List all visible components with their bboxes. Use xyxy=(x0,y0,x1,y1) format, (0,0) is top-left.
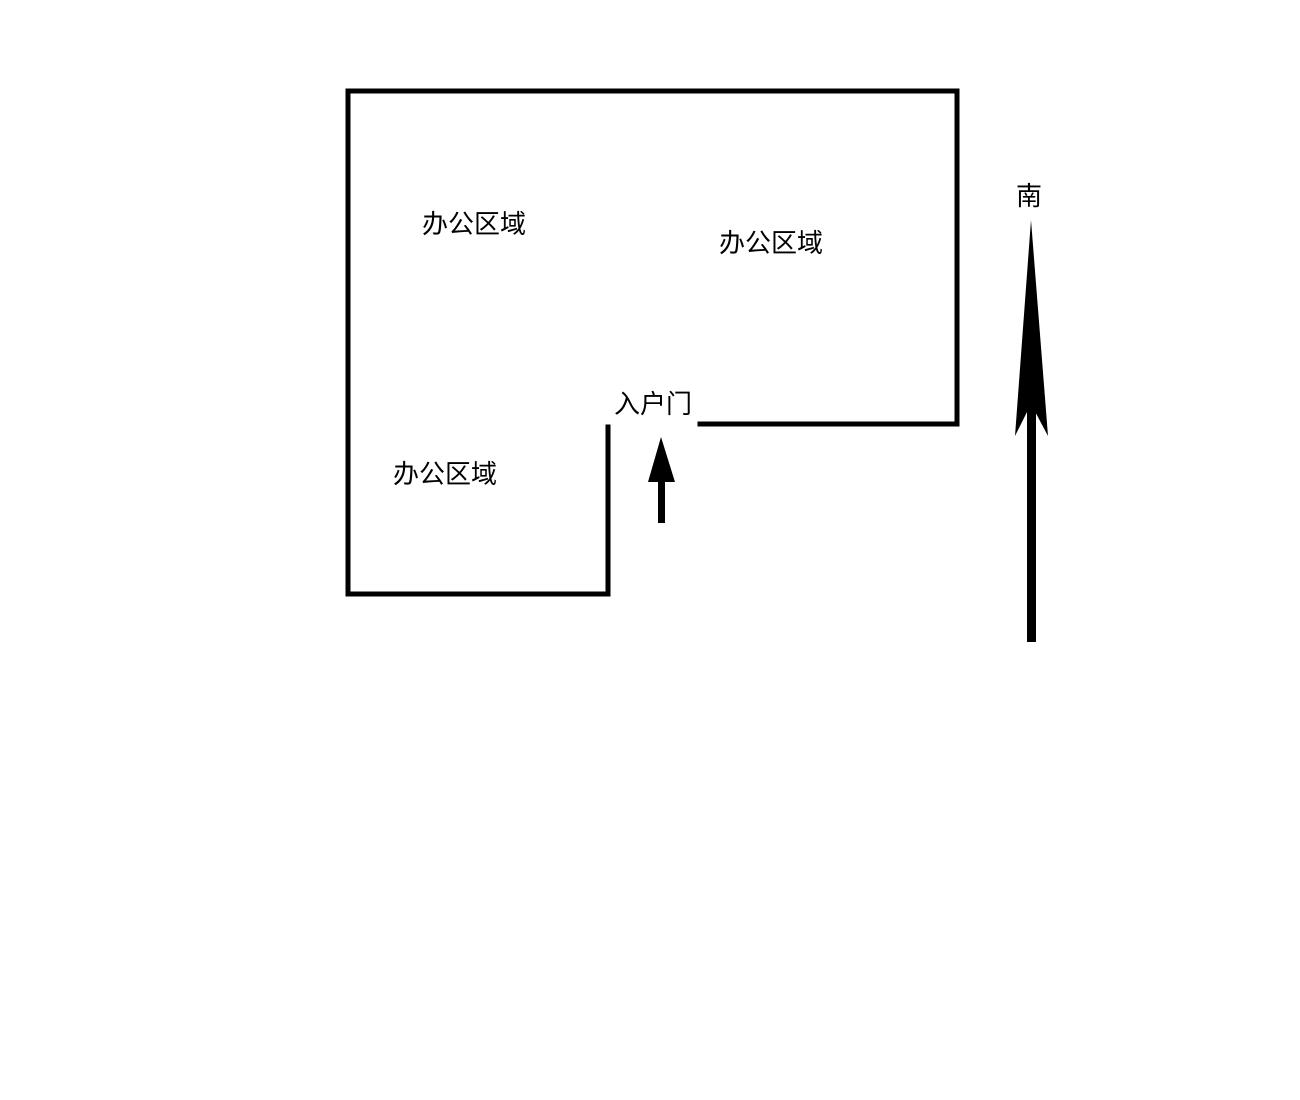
office-area-label-top-left: 办公区域 xyxy=(422,210,526,240)
walls xyxy=(345,88,960,597)
office-area-label-bottom-left: 办公区域 xyxy=(393,460,497,490)
north-arrow-icon xyxy=(1015,220,1048,642)
office-area-label-top-right: 办公区域 xyxy=(719,229,823,259)
compass-direction-label: 南 xyxy=(1016,182,1042,212)
arrow-up-icon xyxy=(648,437,675,523)
entrance-door-label: 入户门 xyxy=(614,390,692,420)
